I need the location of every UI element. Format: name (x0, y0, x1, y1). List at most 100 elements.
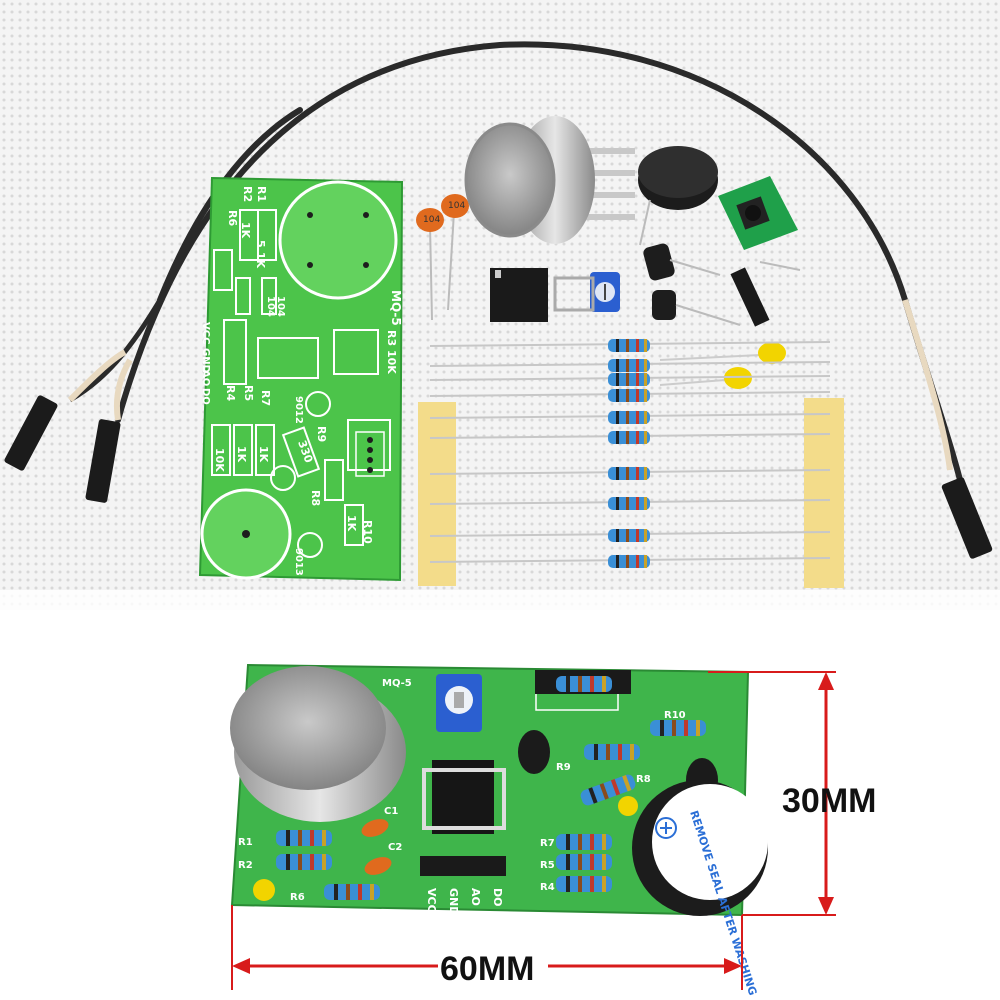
bottom-resistor-band (310, 830, 314, 846)
bottom-resistor-band (578, 676, 582, 692)
resistor-band (616, 467, 619, 480)
silk-r6: R6 (226, 210, 239, 226)
bottom-resistor-band (602, 876, 606, 892)
bottom-resistor-band (590, 854, 594, 870)
switch-board (718, 176, 798, 250)
silk-value-6: 1K (345, 515, 358, 532)
silk-module-label: MQ-5 (389, 290, 403, 326)
silk-r5: R5 (242, 385, 255, 401)
bottom-resistor-band (672, 720, 676, 736)
resistor-band (636, 411, 639, 424)
bottom-resistor-band (602, 834, 606, 850)
bottom-resistor-band (566, 676, 570, 692)
bottom-pin-ao: AO (469, 888, 482, 906)
resistor-band (636, 389, 639, 402)
silk-value-2: 10K (213, 448, 226, 472)
dupont-connector-left (4, 395, 58, 471)
tape-right (804, 398, 844, 588)
resistor-band (636, 497, 639, 510)
bottom-resistor-band (610, 779, 621, 796)
silk-pin-vcc: VCC (200, 322, 211, 344)
bottom-r5: R5 (540, 860, 555, 871)
silk-r4: R4 (224, 385, 237, 401)
height-label: 30MM (782, 782, 876, 820)
silk-value-1: 5.1K (254, 240, 267, 268)
bottom-resistor-band (590, 876, 594, 892)
assembled-pcb: VCC GND AO DO C1 C2 MQ-5 R1 R2 R6 R7 R5 … (230, 663, 768, 997)
resistor-band (616, 359, 619, 372)
resistor-band (626, 411, 629, 424)
bottom-resistor-band (322, 830, 326, 846)
transistor-2 (652, 290, 741, 326)
bottom-r4: R4 (540, 882, 555, 893)
bottom-resistor-band (370, 884, 374, 900)
bottom-resistor-band (578, 834, 582, 850)
resistor-band (644, 555, 647, 568)
resistor-band (616, 431, 619, 444)
silk-value-0: 1K (239, 222, 252, 239)
led-yellow-1 (659, 342, 786, 364)
resistor-band (644, 467, 647, 480)
resistor-band (626, 339, 629, 352)
width-label: 60MM (440, 950, 534, 988)
silk-pin-gnd: GND (200, 348, 211, 373)
bottom-r7: R7 (540, 838, 555, 849)
dupont-connector-right (941, 477, 993, 559)
resistor-band (644, 411, 647, 424)
bottom-module-label: MQ-5 (382, 678, 412, 689)
bottom-pin-vcc: VCC (425, 888, 438, 913)
resistor-band (644, 529, 647, 542)
bottom-resistor-band (322, 854, 326, 870)
potentiometer (553, 272, 620, 312)
bottom-resistor-band (590, 676, 594, 692)
resistor-band (626, 497, 629, 510)
bottom-resistor-band (298, 830, 302, 846)
silk-value-3: 1K (235, 446, 248, 463)
silk-r1: R1 (255, 186, 268, 202)
resistor-band (636, 373, 639, 386)
resistor-band (644, 497, 647, 510)
resistor-band (636, 467, 639, 480)
bottom-resistor-band (594, 744, 598, 760)
silk-r7: R7 (259, 390, 272, 406)
silk-pin-do: DO (200, 388, 211, 405)
bottom-r10: R10 (664, 710, 686, 721)
gas-sensor-mq5 (464, 116, 635, 244)
dimension-height: 30MM (708, 671, 876, 916)
bottom-resistor-band (358, 884, 362, 900)
silk-r3: R3 10K (385, 330, 398, 374)
resistor-band (626, 467, 629, 480)
bottom-cap-c2: C2 (388, 842, 402, 853)
resistor-band (644, 373, 647, 386)
bottom-r9: R9 (556, 762, 571, 773)
bottom-r2: R2 (238, 860, 253, 871)
resistor-band (626, 529, 629, 542)
silk-q1-type: 9012 (293, 396, 304, 424)
bottom-resistor-band (566, 876, 570, 892)
silk-q2-type: 9013 (293, 548, 304, 576)
cap-label-1: 104 (423, 215, 440, 225)
resistor-band (636, 555, 639, 568)
bottom-resistor-band (602, 676, 606, 692)
resistor-band (616, 373, 619, 386)
resistor-band (616, 411, 619, 424)
silk-cap-1: 104 (275, 296, 286, 317)
bottom-r1: R1 (238, 837, 253, 848)
bottom-resistor-band (578, 876, 582, 892)
bottom-r8: R8 (636, 774, 651, 785)
resistor-band (616, 555, 619, 568)
resistor-band (616, 497, 619, 510)
resistor-band (636, 339, 639, 352)
bottom-resistor-band (298, 854, 302, 870)
resistor-band (644, 339, 647, 352)
bottom-cap-c1: C1 (384, 806, 398, 817)
silk-r8: R8 (309, 490, 322, 506)
bottom-resistor-band (590, 834, 594, 850)
silk-value-4: 1K (257, 446, 270, 463)
bottom-resistor-band (630, 744, 634, 760)
led-yellow-2 (659, 367, 752, 389)
bottom-resistor-band (660, 720, 664, 736)
resistor-band (616, 339, 619, 352)
bottom-pin-gnd: GND (447, 888, 460, 915)
